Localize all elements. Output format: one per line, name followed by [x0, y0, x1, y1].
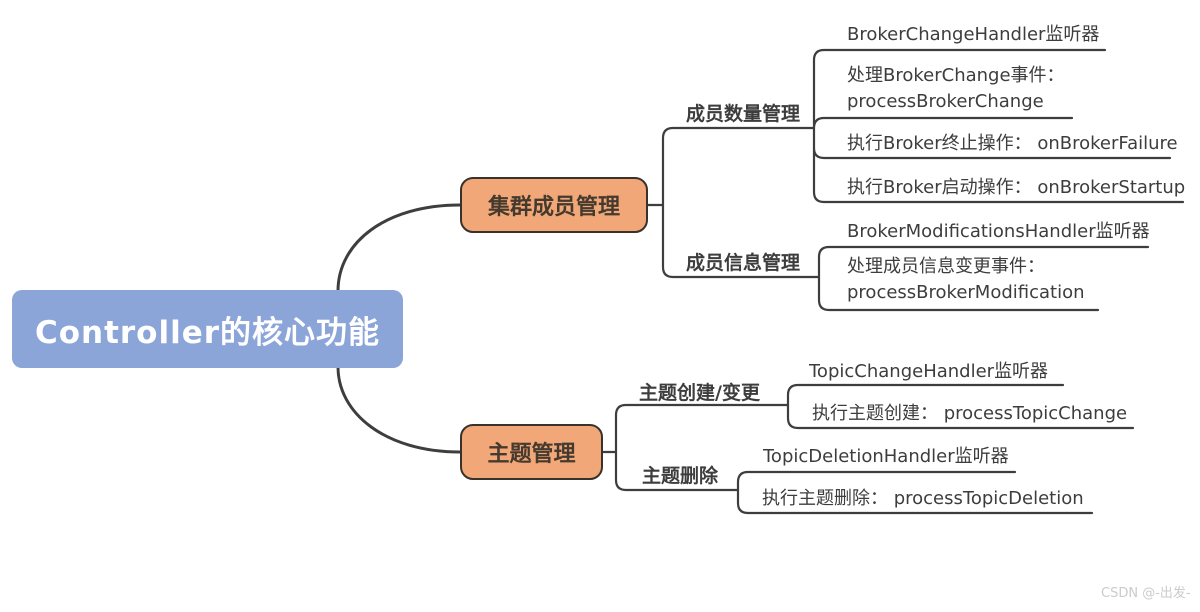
- leaf-process-topic-change[interactable]: 执行主题创建： processTopicChange: [812, 403, 1128, 424]
- root-topic[interactable]: Controller的核心功能: [12, 290, 403, 368]
- csdn-watermark: CSDN @-出发-: [1101, 586, 1191, 601]
- leaf-process-broker-modification[interactable]: 处理成员信息变更事件： processBrokerModification: [847, 256, 1085, 303]
- bracket-topic: [601, 403, 790, 492]
- subtopic-member-info[interactable]: 成员信息管理: [686, 252, 801, 274]
- subtopic-topic-delete[interactable]: 主题删除: [642, 465, 719, 487]
- branch-cluster-membership[interactable]: 集群成员管理: [460, 177, 648, 233]
- branch-topic-management[interactable]: 主题管理: [460, 424, 603, 480]
- leaf-process-topic-deletion[interactable]: 执行主题删除： processTopicDeletion: [762, 488, 1084, 509]
- leaf-topic-deletion-handler[interactable]: TopicDeletionHandler监听器: [763, 446, 1009, 467]
- bracket-topic-delete: [736, 470, 1094, 515]
- leaf-on-broker-startup[interactable]: 执行Broker启动操作： onBrokerStartup: [847, 177, 1186, 198]
- subtopic-member-count[interactable]: 成员数量管理: [686, 103, 801, 125]
- subtopic-topic-create-change[interactable]: 主题创建/变更: [639, 382, 760, 404]
- bracket-member-info: [817, 245, 1150, 312]
- leaf-topic-change-handler[interactable]: TopicChangeHandler监听器: [809, 361, 1049, 382]
- leaf-broker-change-handler[interactable]: BrokerChangeHandler监听器: [847, 24, 1100, 45]
- bracket-member-count: [812, 48, 1185, 204]
- bracket-cluster: [646, 126, 821, 279]
- bracket-topic-create: [786, 383, 1135, 430]
- leaf-on-broker-failure[interactable]: 执行Broker终止操作： onBrokerFailure: [847, 133, 1178, 154]
- link-root-to-cluster: [336, 203, 462, 293]
- link-root-to-topic: [336, 365, 462, 454]
- leaf-broker-modifications-handler[interactable]: BrokerModificationsHandler监听器: [847, 221, 1150, 242]
- leaf-process-broker-change[interactable]: 处理BrokerChange事件： processBrokerChange: [847, 65, 1065, 112]
